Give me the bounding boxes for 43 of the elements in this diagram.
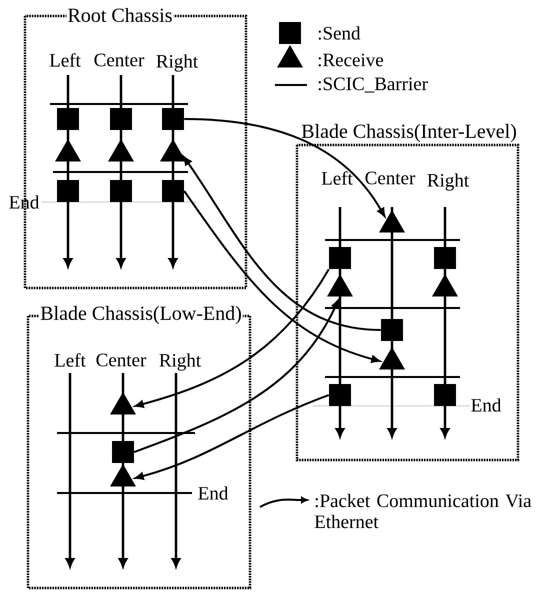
lane-label: Left [50, 53, 81, 67]
ethernet-arrow [183, 190, 380, 363]
end-label: End [198, 486, 228, 500]
send-square [162, 108, 184, 130]
lane-label: Left [54, 353, 86, 367]
send-square [434, 384, 456, 406]
receive-triangle [160, 139, 186, 162]
send-square [110, 180, 132, 202]
lane-label: Center [94, 54, 144, 66]
receive-triangle [432, 274, 458, 296]
receive-triangle [55, 139, 81, 162]
send-square [112, 441, 134, 463]
lane-label: Left [322, 171, 353, 185]
lane-label: Right [156, 54, 198, 72]
send-square [110, 108, 132, 130]
legend-text: :SCIC_Barrier [318, 78, 428, 93]
lane-label: Right [427, 173, 469, 191]
receive-triangle [108, 139, 134, 162]
end-label: End [471, 398, 502, 412]
send-square [329, 247, 351, 269]
node-label: Blade Chassis(Inter-Level) [302, 124, 516, 142]
lane-label: Center [365, 172, 416, 184]
send-square [57, 180, 79, 202]
send-square [57, 108, 79, 130]
receive-triangle [327, 274, 353, 296]
legend-text: :Send [318, 26, 360, 40]
ethernet-arrow [184, 118, 386, 217]
ethernet-arrow [134, 268, 330, 408]
ethernet-arrow [134, 299, 340, 453]
legend-text: :Receive [318, 54, 384, 66]
send-square [329, 384, 351, 406]
receive-triangle [110, 392, 136, 414]
lane-label: Center [96, 354, 146, 366]
send-square [162, 180, 184, 202]
send-square [434, 247, 456, 269]
lane-label: Right [159, 353, 201, 371]
ethernet-arrow [134, 394, 330, 480]
receive-triangle [379, 210, 405, 232]
send-square [381, 319, 403, 341]
receive-triangle [379, 347, 405, 370]
receive-triangle [110, 464, 136, 486]
legend-text: :Packet Communication Via Ethernet [314, 494, 532, 528]
ethernet-arrow [183, 156, 381, 331]
